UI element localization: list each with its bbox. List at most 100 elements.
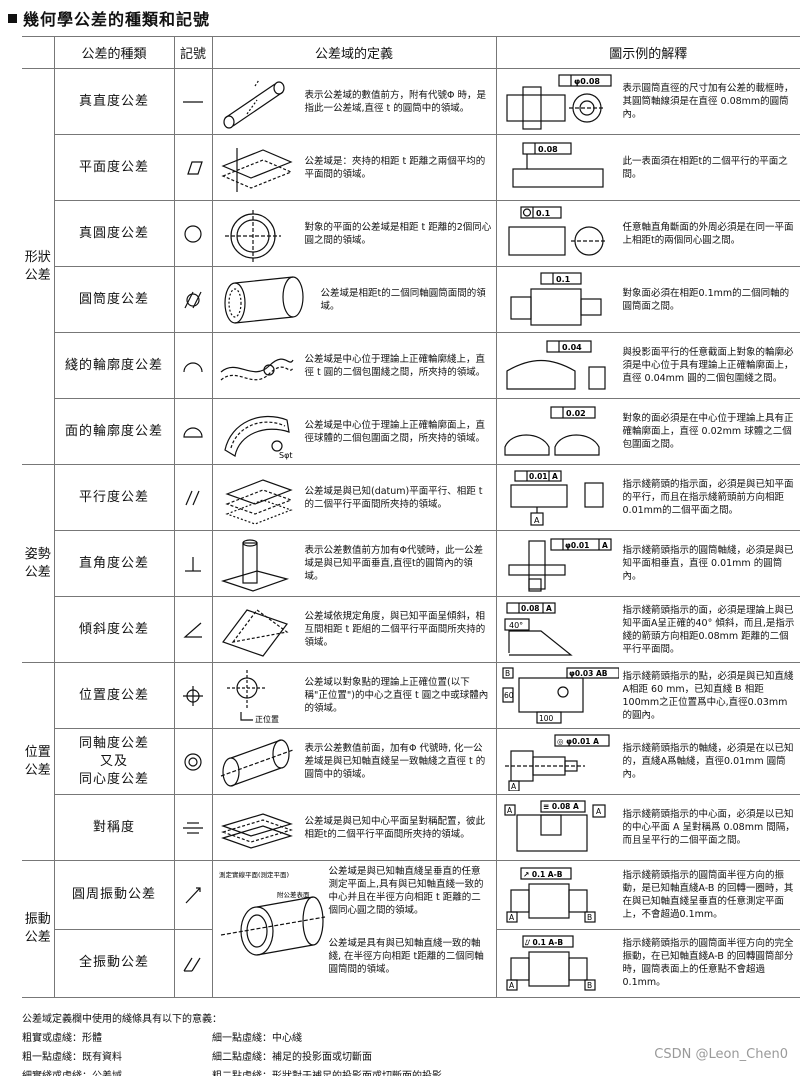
flatness-icon [173, 134, 213, 201]
definition-cell: 表示公差數值前面，加有Φ 代號時, 化一公差域是與已知軸直綫呈一致軸綫之直徑 t… [211, 728, 497, 795]
frame-value: 0.04 [562, 343, 582, 352]
notes-row: 粗實或虛綫：形體細一點虛綫：中心綫 [22, 1029, 442, 1048]
symmetry-icon [173, 794, 213, 861]
example-cell: 0.1 任意軸直角斷面的外周必須是在同一平面上相距t的兩個同心圓之間。 [495, 200, 800, 267]
definition-cell: 表示公差域的數值前方，附有代號Φ 時，是指此一公差域,直徑 t 的圓筒中的領域。 [211, 68, 497, 135]
type-name-text: 同軸度公差 又及 同心度公差 [78, 735, 149, 787]
frame-value: φ0.01 [565, 541, 589, 550]
definition-text: 表示公差數值前面，加有Φ 代號時, 化一公差域是與已知軸直綫呈一致軸綫之直徑 t… [304, 743, 486, 780]
group-runout-label: 振動 公差 [22, 860, 55, 998]
example-cell: 0.04 與投影面平行的任意截面上對象的輪廓必須是中心位于具有理論上正確輪廓面上… [495, 332, 800, 399]
circularity-icon [173, 200, 213, 267]
flatness-zone-figure [220, 147, 293, 192]
bullet-square-icon [8, 13, 17, 23]
datum-a-label: A [509, 913, 515, 922]
example-text: 任意軸直角斷面的外周必須是在同一平面上相距t的兩個同心圓之間。 [622, 221, 794, 246]
surface-profile-zone-figure: Sφt [223, 415, 293, 460]
frame-value: ◎ φ0.01 A [557, 737, 599, 746]
type-name: 真圓度公差 [53, 200, 175, 267]
definition-cell: 表示公差數值前方加有Φ代號時，此一公差域是與已知平面垂直,直徑t的圓筒內的領域。 [211, 530, 497, 597]
line-profile-example-figure: 0.04 [505, 339, 606, 390]
runout-zone-figure: 測定實線平面(測定平面)附公差表面 [219, 870, 325, 956]
frame-datum: A [602, 541, 608, 550]
group-location-text: 位置 公差 [24, 744, 51, 778]
definition-text: 表示公差域的數值前方，附有代號Φ 時，是指此一公差域,直徑 t 的圓筒中的領域。 [304, 89, 487, 114]
notes-heading: 公差域定義欄中使用的綫條具有以下的意義： [22, 1014, 222, 1025]
example-text: 指示綫箭頭的指示面，必須是與已知平面的平行，而且在指示綫箭頭前方向相距0.01m… [622, 479, 794, 516]
definition-cell: 公差域依規定角度，與已知平面呈傾斜，相互間相距 t 距組的二個平行平面間所夾持的… [211, 596, 497, 663]
definition-cell: 公差域是：夾持的相距 t 距離之兩個平均的平面間的領域。 [211, 134, 497, 201]
frame-value: ≡ 0.08 A [543, 802, 579, 811]
perpendicularity-example-figure: φ0.01 A [507, 537, 612, 592]
datum-b-label: B [587, 913, 592, 922]
angle-label: 40° [509, 621, 523, 630]
frame-datum: A [552, 472, 558, 481]
type-name: 圓周振動公差 [53, 860, 175, 930]
definition-text: 公差域是中心位于理論上正確輪廓綫上，直徑 t 圓的二個包圍綫之間，所夾持的領域。 [304, 353, 486, 378]
note-item: 粗二點虛綫：形狀對于補足的投影面或切斷面的投影 [212, 1067, 442, 1076]
datum-label-2: A [596, 807, 602, 816]
type-name: 位置度公差 [53, 662, 175, 729]
frame-value: 0.1 [536, 209, 551, 218]
note-item: 粗一點虛綫：既有資料 [22, 1052, 122, 1063]
perpendicularity-zone-figure [220, 538, 289, 592]
circularity-example-figure: 0.1 [507, 205, 607, 256]
figure-label-surface: 附公差表面 [277, 890, 310, 899]
straightness-icon [173, 68, 213, 135]
type-name: 面的輪廓度公差 [53, 398, 175, 465]
frame-value: φ0.03 AB [569, 669, 608, 678]
definition-cell: 測定實線平面(測定平面)附公差表面 公差域是與已知軸直綫呈垂直的任意測定平面上,… [211, 860, 497, 998]
definition-cell: 公差域是中心位于理論上正確輪廓綫上，直徑 t 圓的二個包圍綫之間，所夾持的領域。 [211, 332, 497, 399]
angularity-icon [173, 596, 213, 663]
circularity-zone-figure [224, 209, 281, 262]
example-text: 此一表面須在相距t的二個平行的平面之間。 [622, 155, 788, 180]
group-orientation-text: 姿勢 公差 [24, 546, 51, 580]
parallelism-zone-figure [224, 478, 293, 525]
header-row: 公差的種類 記號 公差域的定義 圖示例的解釋 [22, 36, 800, 69]
definition-text: 公差域是：夾持的相距 t 距離之兩個平均的平面間的領域。 [304, 155, 486, 180]
definition-text: 公差域依規定角度，與已知平面呈傾斜，相互間相距 t 距組的二個平行平面間所夾持的… [304, 611, 486, 648]
circular-runout-example-figure: ↗ 0.1 A-B A B [505, 867, 596, 923]
row-symmetry: 對稱度 公差域是與已知中心平面呈對稱配置，彼此相距t的二個平行平面間所夾持的領域… [22, 794, 800, 861]
cylindricity-example-figure: 0.1 [509, 271, 602, 326]
definition-text: 公差域是與已知軸直綫呈垂直的任意測定平面上,具有與已知軸直綫一致的中心并且在半徑… [328, 866, 484, 916]
watermark: CSDN @Leon_Chen0 [654, 1047, 788, 1062]
flatness-example-figure: 0.08 [511, 141, 604, 188]
frame-value: φ0.08 [574, 77, 600, 86]
row-surface-profile: 面的輪廓度公差 Sφt 公差域是中心位于理論上正確輪廓面上，直徑球體的二個包圍面… [22, 398, 800, 465]
datum-label: A [511, 782, 517, 791]
header-definition: 公差域的定義 [211, 36, 497, 69]
definition-cell: 公差域是與已知(datum)平面平行、相距 t 的二個平行平面間所夾持的領域。 [211, 464, 497, 531]
definition-text: 公差域是與已知(datum)平面平行、相距 t 的二個平行平面間所夾持的領域。 [304, 485, 483, 510]
cylindricity-icon [173, 266, 213, 333]
frame-value: ↗ 0.1 A-B [523, 870, 563, 879]
header-symbol: 記號 [173, 36, 213, 69]
position-zone-figure: 正位置 [226, 669, 279, 724]
position-icon [173, 662, 213, 729]
row-flatness: 平面度公差 公差域是：夾持的相距 t 距離之兩個平均的平面間的領域。 0.08 … [22, 134, 800, 201]
type-name: 平面度公差 [53, 134, 175, 201]
figure-label: Sφt [279, 451, 293, 460]
frame-value: 0.02 [566, 409, 586, 418]
type-name: 傾斜度公差 [53, 596, 175, 663]
row-straightness: 形狀 公差 真直度公差 表示公差域的數值前方，附有代號Φ 時，是指此一公差域,直… [22, 68, 800, 465]
symmetry-zone-figure [220, 812, 293, 849]
frame-value: 0.08 [521, 604, 540, 613]
example-text: 表示圓筒直徑的尺寸加有公差的載框時，其圓筒軸線須是在直徑 0.08mm的圓筒內。 [622, 83, 794, 120]
note-item: 粗實或虛綫：形體 [22, 1033, 102, 1044]
definition-cell: 對象的平面的公差域是相距 t 距離的2個同心圓之間的領域。 [211, 200, 497, 267]
concentricity-icon [173, 728, 213, 795]
row-circularity: 真圓度公差 對象的平面的公差域是相距 t 距離的2個同心圓之間的領域。 0.1 … [22, 200, 800, 267]
type-name: 直角度公差 [53, 530, 175, 597]
perpendicularity-icon [173, 530, 213, 597]
row-circular-runout: 振動 公差 圓周振動公差 測定實線平面(測定平面)附公差表面 公差域是與已知軸直… [22, 860, 800, 998]
example-text: 對象的面必須是在中心位于理論上具有正確輪廓面上，直徑 0.02mm 球體之二個包… [622, 413, 794, 450]
